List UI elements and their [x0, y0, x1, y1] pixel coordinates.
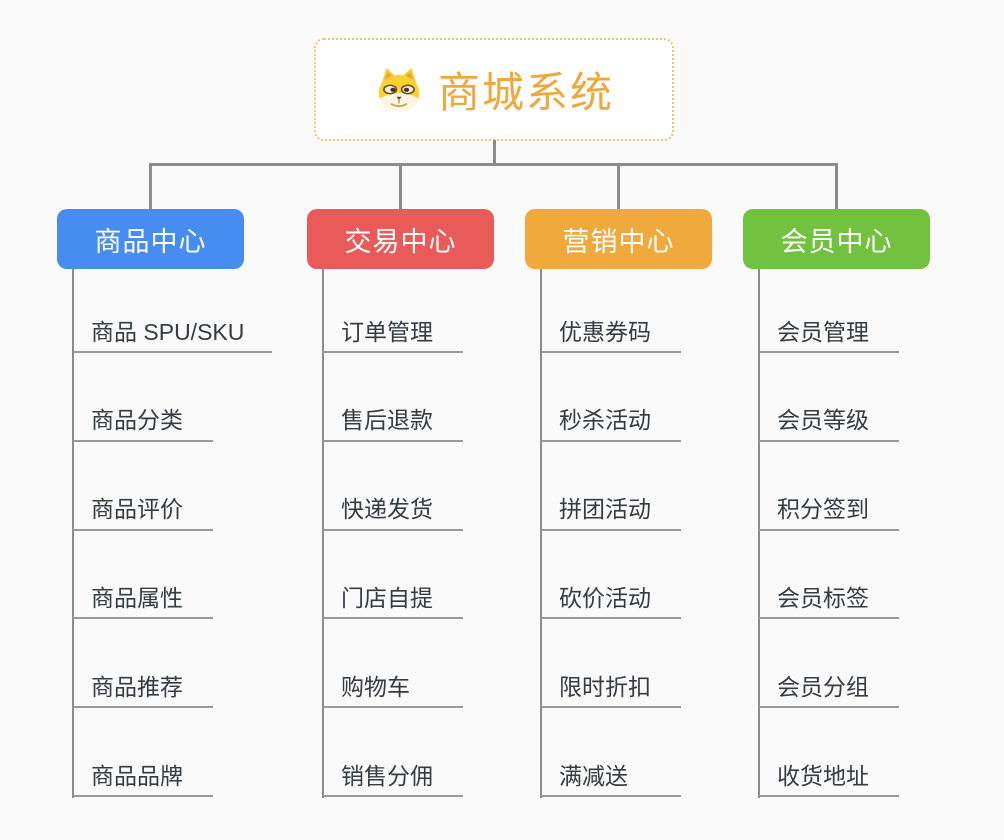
child-node[interactable]: 商品属性 [73, 531, 213, 620]
connector-bus-line [149, 163, 838, 166]
connector-drop-line [149, 163, 152, 210]
child-node-label: 会员标签 [777, 584, 869, 611]
branch-children: 优惠券码秒杀活动拼团活动砍价活动限时折扣满减送 [541, 269, 681, 797]
child-node[interactable]: 快递发货 [323, 442, 463, 531]
child-node[interactable]: 商品推荐 [73, 619, 213, 709]
child-node[interactable]: 会员标签 [759, 531, 899, 620]
child-node-label: 销售分佣 [341, 762, 433, 789]
child-node-label: 会员管理 [777, 318, 869, 345]
branch-trade: 交易中心订单管理售后退款快递发货门店自提购物车销售分佣 [307, 209, 557, 798]
branch-children: 订单管理售后退款快递发货门店自提购物车销售分佣 [323, 269, 463, 797]
child-node-label: 购物车 [341, 673, 410, 700]
child-node[interactable]: 会员等级 [759, 353, 899, 442]
child-node[interactable]: 购物车 [323, 619, 463, 709]
child-node[interactable]: 售后退款 [323, 353, 463, 442]
child-node-label: 商品推荐 [91, 673, 183, 700]
child-node-label: 门店自提 [341, 584, 433, 611]
branch-trunk-line [72, 269, 74, 798]
child-node[interactable]: 优惠券码 [541, 269, 681, 353]
branch-children: 会员管理会员等级积分签到会员标签会员分组收货地址 [759, 269, 899, 797]
root-node[interactable]: 商城系统 [314, 38, 674, 141]
child-node-label: 商品分类 [91, 407, 183, 434]
shiba-dog-icon [378, 67, 420, 111]
branch-marketing: 营销中心优惠券码秒杀活动拼团活动砍价活动限时折扣满减送 [525, 209, 775, 798]
child-node[interactable]: 商品分类 [73, 353, 213, 442]
branch-node-marketing[interactable]: 营销中心 [525, 209, 712, 269]
child-node[interactable]: 商品品牌 [73, 708, 213, 797]
child-node[interactable]: 商品 SPU/SKU [73, 269, 273, 353]
child-node[interactable]: 砍价活动 [541, 531, 681, 620]
child-node-label: 商品评价 [91, 496, 183, 523]
child-node-label: 收货地址 [777, 762, 869, 789]
branch-trunk-line [322, 269, 324, 798]
child-node-label: 拼团活动 [559, 496, 651, 523]
child-node[interactable]: 限时折扣 [541, 619, 681, 709]
child-node[interactable]: 门店自提 [323, 531, 463, 620]
child-node-label: 售后退款 [341, 407, 433, 434]
child-node[interactable]: 订单管理 [323, 269, 463, 353]
connector-root-stem [493, 140, 496, 166]
branch-trunk-line [758, 269, 760, 798]
child-node-label: 商品 SPU/SKU [91, 318, 245, 345]
branch-product: 商品中心商品 SPU/SKU 商品分类商品评价商品属性商品推荐商品品牌 [57, 209, 307, 798]
child-node[interactable]: 会员分组 [759, 619, 899, 709]
child-node[interactable]: 收货地址 [759, 708, 899, 797]
child-node[interactable]: 会员管理 [759, 269, 899, 353]
branch-node-product[interactable]: 商品中心 [57, 209, 244, 269]
child-node[interactable]: 销售分佣 [323, 708, 463, 797]
child-node-label: 积分签到 [777, 496, 869, 523]
child-node-label: 会员分组 [777, 673, 869, 700]
child-node-label: 商品品牌 [91, 762, 183, 789]
child-node-label: 商品属性 [91, 584, 183, 611]
branch-node-trade[interactable]: 交易中心 [307, 209, 494, 269]
branch-trunk-line [540, 269, 542, 798]
connector-drop-line [835, 163, 838, 210]
connector-drop-line [399, 163, 402, 210]
child-node-label: 订单管理 [341, 318, 433, 345]
branch-member: 会员中心会员管理会员等级积分签到会员标签会员分组收货地址 [743, 209, 993, 798]
root-node-title: 商城系统 [437, 69, 614, 116]
child-node[interactable]: 满减送 [541, 708, 681, 797]
child-node-label: 会员等级 [777, 407, 869, 434]
child-node[interactable]: 拼团活动 [541, 442, 681, 531]
child-node[interactable]: 积分签到 [759, 442, 899, 531]
child-node[interactable]: 商品评价 [73, 442, 213, 531]
child-node-label: 秒杀活动 [559, 407, 651, 434]
child-node[interactable]: 秒杀活动 [541, 353, 681, 442]
child-node-label: 快递发货 [341, 496, 433, 523]
connector-drop-line [617, 163, 620, 210]
child-node-label: 限时折扣 [559, 673, 651, 700]
child-node-label: 优惠券码 [559, 318, 651, 345]
branch-children: 商品 SPU/SKU 商品分类商品评价商品属性商品推荐商品品牌 [73, 269, 273, 797]
child-node-label: 砍价活动 [559, 584, 651, 611]
child-node-label: 满减送 [559, 762, 628, 789]
branch-node-member[interactable]: 会员中心 [743, 209, 930, 269]
